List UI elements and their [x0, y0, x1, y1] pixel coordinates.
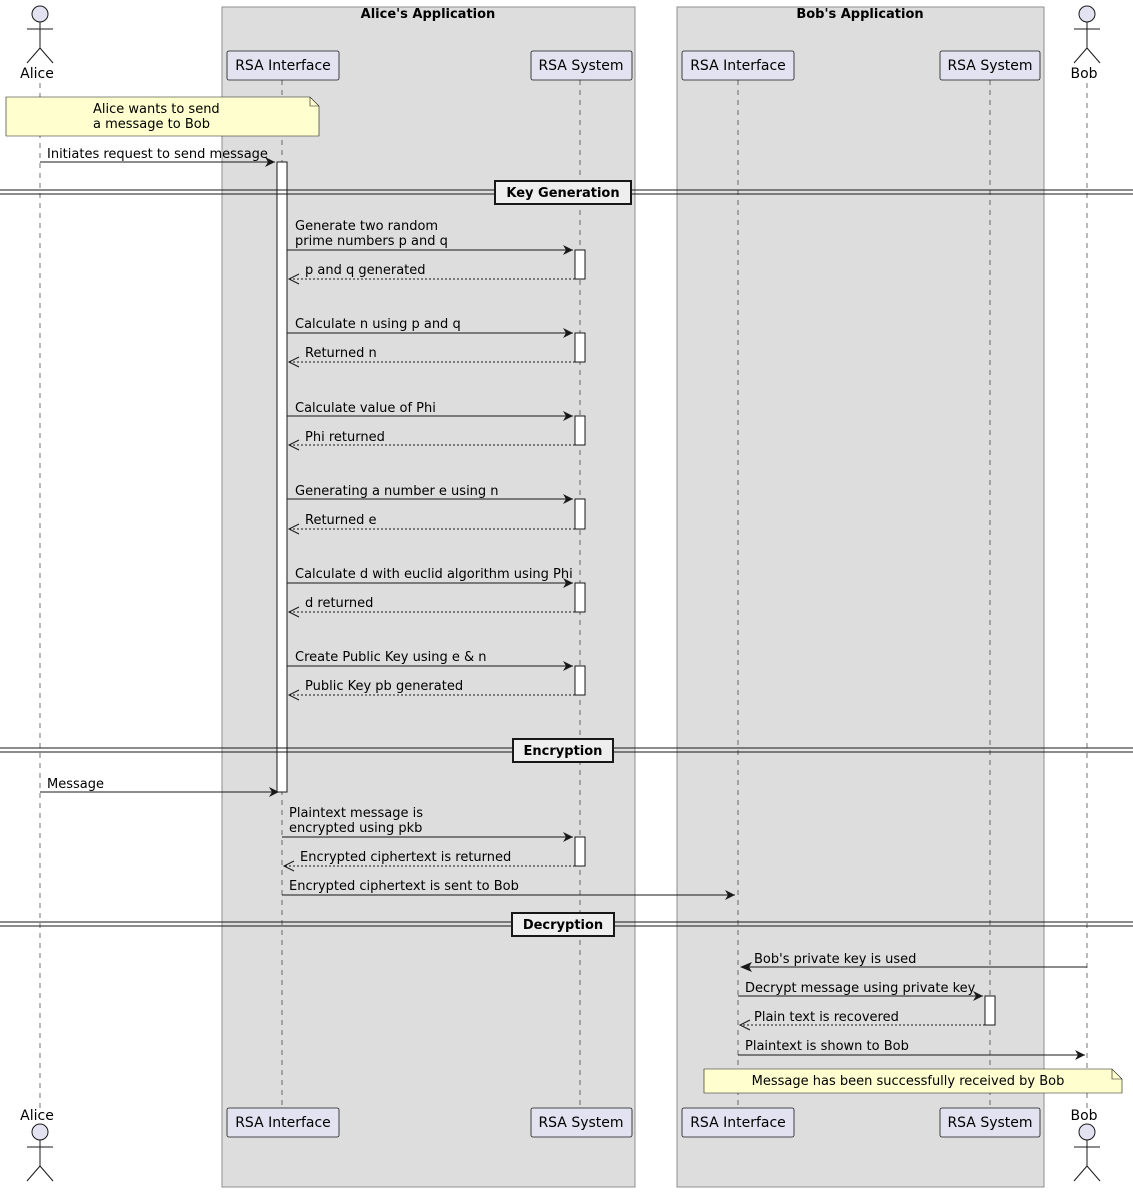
participant-alice-rsa-system-bottom: RSA System: [530, 1107, 633, 1138]
note-text: Alice wants to send a message to Bob: [93, 102, 224, 132]
bob-label-bottom: Bob: [1070, 1108, 1097, 1124]
message-calculate-n: Calculate n using p and q: [287, 317, 573, 338]
participant-label: RSA System: [538, 1115, 623, 1131]
alice-actor-top: Alice: [20, 5, 54, 82]
divider-decryption: Decryption: [0, 912, 1133, 937]
participant-label: RSA System: [947, 58, 1032, 74]
actor-icon: [26, 1123, 54, 1182]
bob-application-title: Bob's Application: [796, 7, 923, 22]
message-returned-n: Returned n: [287, 346, 575, 368]
divider-label: Decryption: [523, 918, 603, 933]
activation-bar: [574, 582, 586, 613]
activation-bar: [574, 498, 586, 530]
note-final: Message has been successfully received b…: [703, 1068, 1123, 1094]
message-encrypt: Plaintext message is encrypted using pkb: [282, 806, 573, 842]
message-ciphertext-sent: Encrypted ciphertext is sent to Bob: [282, 879, 735, 900]
message-private-key-used: Bob's private key is used: [740, 952, 1087, 972]
divider-label: Encryption: [524, 744, 603, 759]
activation-bar: [574, 415, 586, 446]
message-label: Create Public Key using e & n: [295, 650, 487, 665]
participant-bob-rsa-interface-bottom: RSA Interface: [681, 1107, 795, 1138]
activation-bar: [574, 332, 586, 363]
message-label: Returned e: [305, 513, 377, 528]
participant-label: RSA Interface: [235, 58, 331, 74]
alice-label-top: Alice: [20, 66, 54, 82]
alice-application-title: Alice's Application: [361, 7, 496, 22]
participant-label: RSA System: [947, 1115, 1032, 1131]
message-ciphertext-returned: Encrypted ciphertext is returned: [282, 850, 575, 872]
message-returned-e: Returned e: [287, 513, 575, 535]
participant-label: RSA Interface: [690, 1115, 786, 1131]
participant-label: RSA Interface: [235, 1115, 331, 1131]
participant-label: RSA System: [538, 58, 623, 74]
message-label: Initiates request to send message: [47, 147, 268, 162]
message-send-message: Message: [40, 777, 279, 797]
message-label: Public Key pb generated: [305, 679, 463, 694]
participant-bob-rsa-interface-top: RSA Interface: [681, 50, 795, 81]
message-initiate: Initiates request to send message: [40, 147, 275, 167]
activation-bar: [574, 836, 586, 867]
actor-icon: [1073, 1123, 1101, 1182]
message-label: d returned: [305, 596, 373, 611]
message-generate-e: Generating a number e using n: [287, 484, 573, 504]
participant-alice-rsa-interface-bottom: RSA Interface: [226, 1107, 340, 1138]
message-public-key-generated: Public Key pb generated: [287, 679, 575, 701]
message-label: Plain text is recovered: [754, 1010, 899, 1025]
divider-key-generation: Key Generation: [0, 180, 1133, 205]
message-primes-generated: p and q generated: [287, 263, 575, 285]
message-label: p and q generated: [305, 263, 426, 278]
bob-actor-top: Bob: [1070, 5, 1101, 82]
activation-bar: [276, 161, 288, 793]
activation-bar: [984, 995, 996, 1026]
message-plain-recovered: Plain text is recovered: [738, 1010, 985, 1031]
message-decrypt: Decrypt message using private key: [738, 981, 983, 1001]
message-calculate-d: Calculate d with euclid algorithm using …: [287, 567, 573, 588]
participant-alice-rsa-system-top: RSA System: [530, 50, 633, 81]
message-label: Phi returned: [305, 430, 385, 445]
bob-label-top: Bob: [1070, 66, 1097, 82]
message-generate-primes: Generate two random prime numbers p and …: [287, 219, 573, 255]
participant-bob-rsa-system-bottom: RSA System: [939, 1107, 1041, 1138]
message-d-returned: d returned: [287, 596, 575, 618]
bob-actor-bottom: Bob: [1070, 1108, 1101, 1182]
message-label: Calculate d with euclid algorithm using …: [295, 567, 573, 582]
divider-label: Key Generation: [506, 186, 619, 201]
activation-bar: [574, 665, 586, 696]
activation-bars: [276, 161, 996, 1026]
alice-label-bottom: Alice: [20, 1108, 54, 1124]
participant-alice-rsa-interface-top: RSA Interface: [226, 50, 340, 81]
note-text: Message has been successfully received b…: [752, 1074, 1065, 1089]
message-label: Generating a number e using n: [295, 484, 499, 499]
actor-icon: [26, 5, 54, 64]
message-label: Bob's private key is used: [754, 952, 916, 967]
divider-encryption: Encryption: [0, 738, 1133, 763]
message-label: Generate two random prime numbers p and …: [295, 219, 448, 249]
message-label: Encrypted ciphertext is returned: [300, 850, 511, 865]
actor-icon: [1073, 5, 1101, 64]
message-calculate-phi: Calculate value of Phi: [287, 401, 573, 421]
note-intro: Alice wants to send a message to Bob: [5, 96, 320, 137]
message-label: Plaintext is shown to Bob: [745, 1039, 909, 1054]
message-label: Encrypted ciphertext is sent to Bob: [289, 879, 519, 894]
message-label: Returned n: [305, 346, 377, 361]
message-label: Calculate value of Phi: [295, 401, 436, 416]
message-label: Calculate n using p and q: [295, 317, 461, 332]
activation-bar: [574, 249, 586, 280]
message-plain-shown: Plaintext is shown to Bob: [738, 1039, 1085, 1060]
alice-actor-bottom: Alice: [20, 1108, 54, 1182]
participant-bob-rsa-system-top: RSA System: [939, 50, 1041, 81]
message-create-public-key: Create Public Key using e & n: [287, 650, 573, 671]
message-label: Message: [47, 777, 104, 792]
message-label: Decrypt message using private key: [745, 981, 976, 996]
message-label: Plaintext message is encrypted using pkb: [289, 806, 427, 836]
participant-label: RSA Interface: [690, 58, 786, 74]
message-phi-returned: Phi returned: [287, 430, 575, 451]
